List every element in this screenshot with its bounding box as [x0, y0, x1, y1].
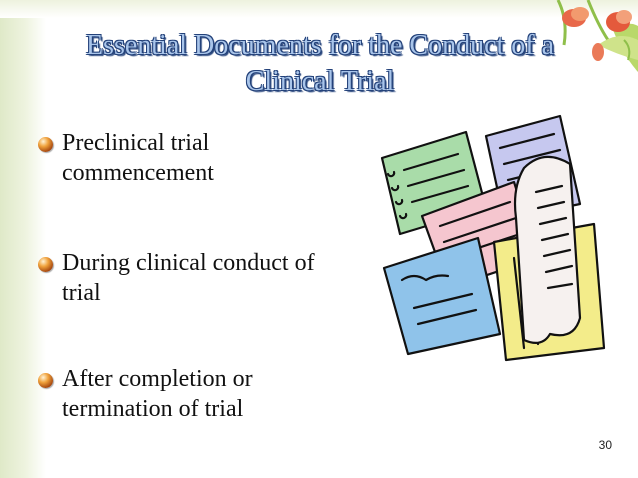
- bullet-text: Preclinical trial commencement: [62, 130, 214, 186]
- tulip-decoration-icon: [556, 0, 638, 72]
- page-number: 30: [598, 438, 612, 452]
- slide-title: Essential Documents for the Conduct of a…: [85, 30, 555, 97]
- bullet-text: During clinical conduct of trial: [62, 250, 315, 306]
- background-top-band: [0, 0, 638, 18]
- bullet-icon: [38, 373, 53, 388]
- bullet-text: After completion or termination of trial: [62, 366, 253, 422]
- background-band: [0, 0, 46, 478]
- documents-clipart-icon: [380, 114, 606, 362]
- bullet-icon: [38, 257, 53, 272]
- bullet-icon: [38, 137, 53, 152]
